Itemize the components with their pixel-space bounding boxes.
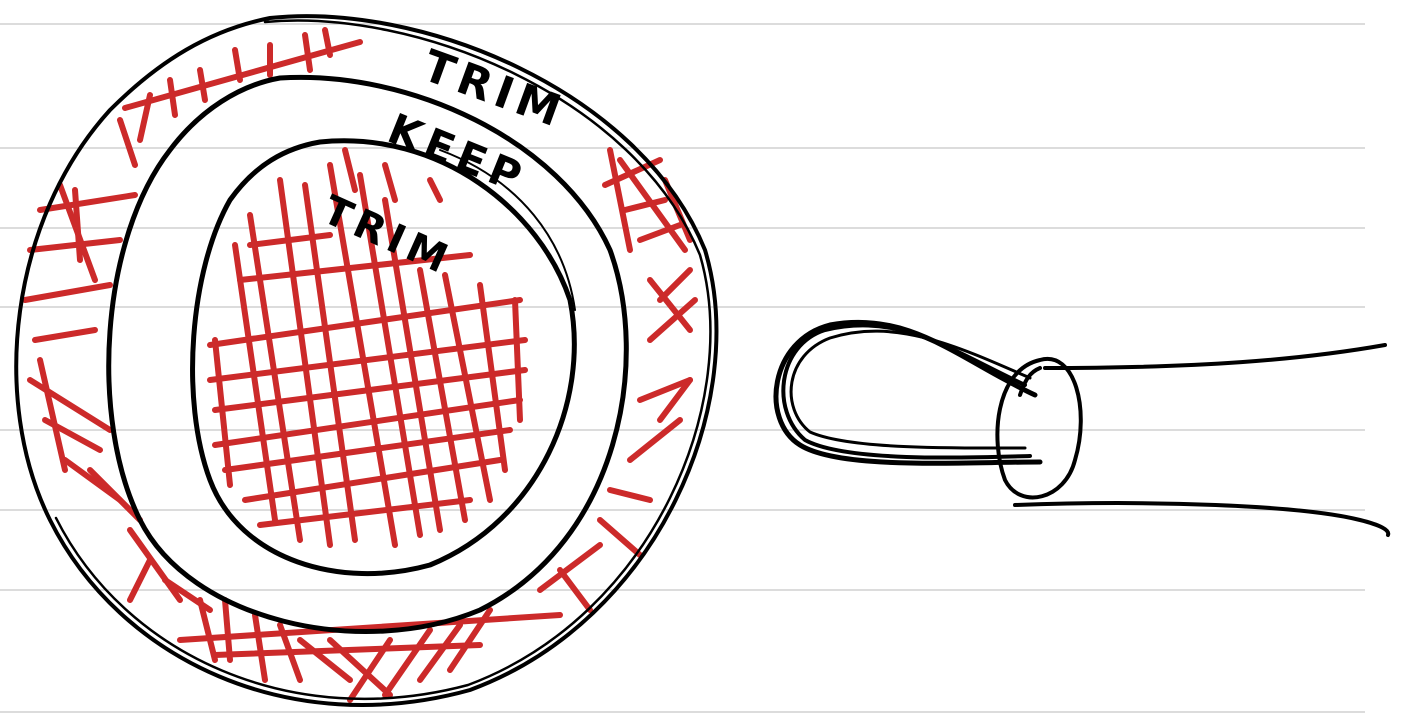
finger-outline — [1045, 345, 1385, 368]
loop — [776, 322, 1040, 463]
finger-loop-sketch — [776, 322, 1388, 535]
outer-trim-hatching — [25, 30, 695, 700]
zone-labels: TRIM KEEP TRIM — [316, 40, 573, 284]
middle-ring — [109, 77, 627, 631]
